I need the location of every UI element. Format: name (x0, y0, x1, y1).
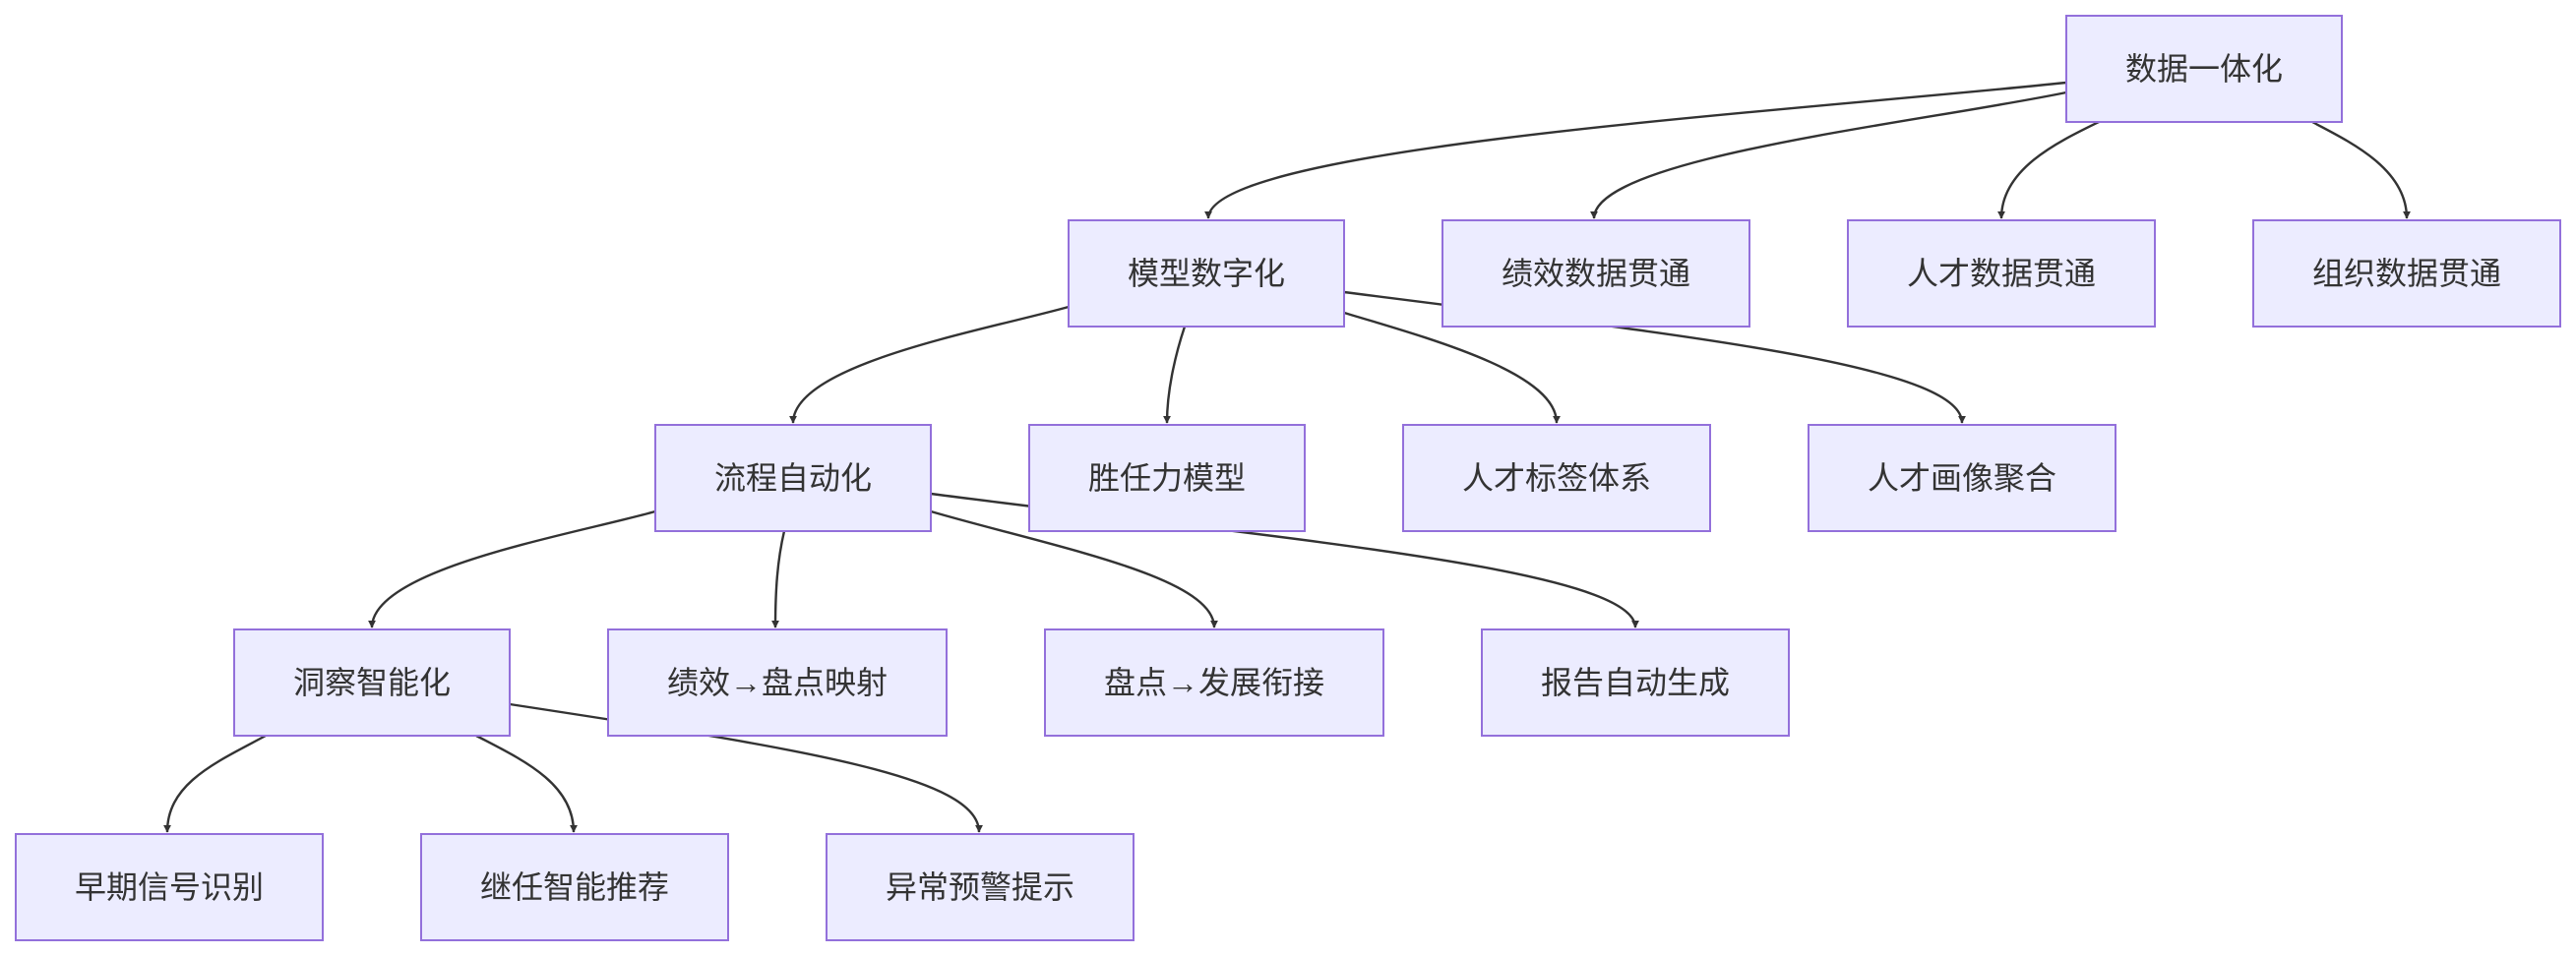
node-model-digitalization[interactable]: 模型数字化 (1068, 219, 1345, 328)
node-report-generation[interactable]: 报告自动生成 (1481, 628, 1790, 737)
node-talent-tags[interactable]: 人才标签体系 (1402, 424, 1711, 532)
nodes: 数据一体化 模型数字化 绩效数据贯通 人才数据贯通 组织数据贯通 流程自动化 胜… (15, 15, 2561, 941)
node-label: 绩效→盘点映射 (667, 665, 888, 700)
node-label: 报告自动生成 (1541, 665, 1730, 700)
node-org-data[interactable]: 组织数据贯通 (2252, 219, 2561, 328)
node-label: 异常预警提示 (886, 869, 1074, 905)
node-talent-profile[interactable]: 人才画像聚合 (1808, 424, 2116, 532)
node-label: 继任智能推荐 (480, 869, 669, 905)
node-review-development-link[interactable]: 盘点→发展衔接 (1044, 628, 1384, 737)
edge-n0-n3 (1997, 120, 2100, 219)
node-process-automation[interactable]: 流程自动化 (654, 424, 932, 532)
edge-n1-n7 (1343, 311, 1561, 424)
node-label: 胜任力模型 (1088, 460, 1246, 496)
node-label: 组织数据贯通 (2312, 256, 2501, 291)
node-early-signal[interactable]: 早期信号识别 (15, 833, 324, 941)
node-label: 盘点→发展衔接 (1104, 665, 1324, 700)
node-data-integration[interactable]: 数据一体化 (2065, 15, 2343, 123)
node-label: 数据一体化 (2125, 51, 2283, 87)
node-succession-recommendation[interactable]: 继任智能推荐 (420, 833, 729, 941)
edge-n5-n10 (771, 530, 786, 628)
node-insight-intelligence[interactable]: 洞察智能化 (233, 628, 511, 737)
edge-n0-n2 (1590, 90, 2067, 219)
node-label: 早期信号识别 (75, 869, 264, 905)
node-performance-review-mapping[interactable]: 绩效→盘点映射 (607, 628, 948, 737)
edge-n9-n14 (475, 734, 578, 833)
edge-n1-n6 (1163, 326, 1187, 424)
node-talent-data[interactable]: 人才数据贯通 (1847, 219, 2156, 328)
node-label: 洞察智能化 (293, 665, 451, 700)
edge-n9-n13 (163, 734, 267, 833)
node-label: 绩效数据贯通 (1502, 256, 1690, 291)
node-performance-data[interactable]: 绩效数据贯通 (1441, 219, 1750, 328)
edge-n5-n11 (930, 509, 1218, 628)
node-label: 模型数字化 (1128, 256, 1285, 291)
edge-n0-n4 (2311, 120, 2411, 219)
node-anomaly-alert[interactable]: 异常预警提示 (826, 833, 1135, 941)
edge-n5-n9 (368, 509, 656, 628)
edge-n0-n1 (1204, 81, 2067, 219)
node-label: 人才标签体系 (1462, 460, 1651, 496)
node-competency-model[interactable]: 胜任力模型 (1028, 424, 1306, 532)
edge-n1-n5 (789, 305, 1070, 424)
node-label: 人才数据贯通 (1907, 256, 2096, 291)
node-label: 人才画像聚合 (1868, 460, 2056, 496)
node-label: 流程自动化 (714, 460, 872, 496)
